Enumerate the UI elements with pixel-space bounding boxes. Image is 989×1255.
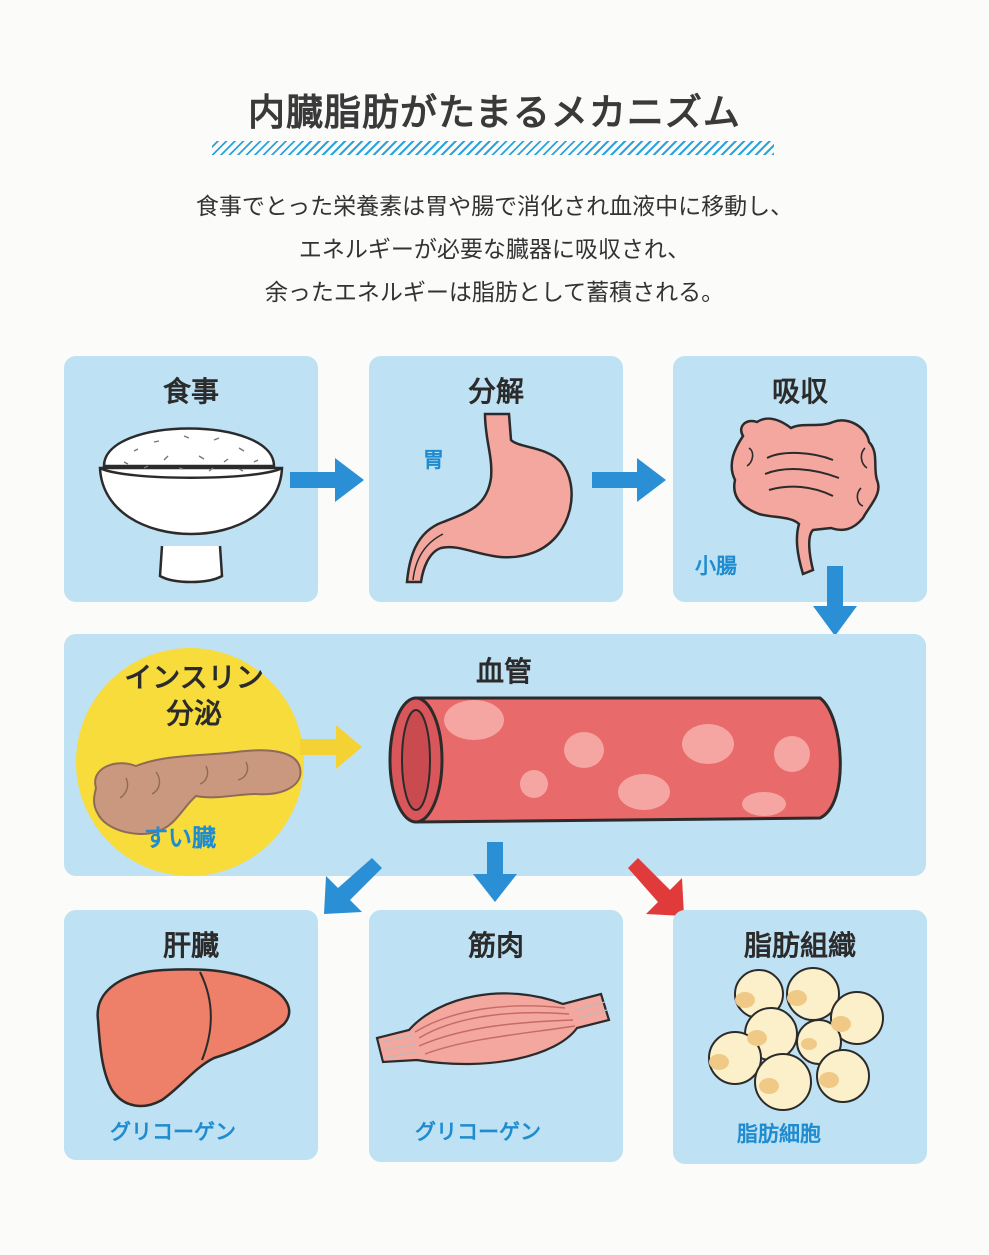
page-title: 内臓脂肪がたまるメカニズム [248,91,741,134]
liver-box: 肝臓 グリコーゲン [64,910,318,1160]
stomach-icon [405,412,573,584]
pancreas-icon [93,749,302,835]
lead-text: 食事でとった栄養素は胃や腸で消化され血液中に移動し、 エネルギーが必要な臓器に吸… [0,186,989,315]
insulin-title: インスリン 分泌 [112,660,276,732]
stomach-label: 胃 [423,448,444,472]
pancreas-label: すい臓 [144,824,216,852]
absorption-title: 吸収 [771,375,828,408]
blood-vessel-icon [388,696,842,824]
meal-box: 食事 [64,356,318,602]
liver-title: 肝臓 [162,929,219,962]
lead-line-3: 余ったエネルギーは脂肪として蓄積される。 [264,280,725,306]
adipose-box: 脂肪組織 脂肪細胞 [673,910,927,1164]
arrow-blood-to-liver [324,858,382,914]
small-intestine-label: 小腸 [695,554,737,578]
breakdown-box: 分解 胃 [369,356,623,602]
arrow-breakdown-to-absorption [592,458,666,502]
intestine-icon [730,417,880,576]
meal-title: 食事 [162,375,219,408]
insulin-secretion-label: 分泌 [165,697,222,730]
blood-vessel-title: 血管 [475,655,532,688]
absorption-box: 吸収 小腸 [673,356,927,602]
arrow-blood-to-muscle [473,842,517,902]
muscle-icon [375,992,611,1066]
muscle-box: 筋肉 グリコーゲン [369,910,623,1162]
lead-line-1: 食事でとった栄養素は胃や腸で消化され血液中に移動し、 [195,194,794,220]
liver-icon [96,968,291,1108]
rice-bowl-icon [98,427,284,584]
lead-line-2: エネルギーが必要な臓器に吸収され、 [298,237,691,263]
insulin-label: インスリン [124,661,264,694]
fat-cells-icon [708,967,884,1111]
arrow-blood-to-fat [628,858,684,916]
breakdown-title: 分解 [467,375,524,408]
arrow-absorption-to-blood [813,566,857,636]
adipose-title: 脂肪組織 [743,929,856,962]
liver-store-label: グリコーゲン [110,1120,236,1144]
title-underline [212,141,774,155]
arrow-insulin-to-vessel [300,725,362,769]
muscle-title: 筋肉 [467,929,524,962]
adipose-store-label: 脂肪細胞 [737,1122,821,1146]
muscle-store-label: グリコーゲン [415,1120,541,1144]
arrow-meal-to-breakdown [290,458,364,502]
